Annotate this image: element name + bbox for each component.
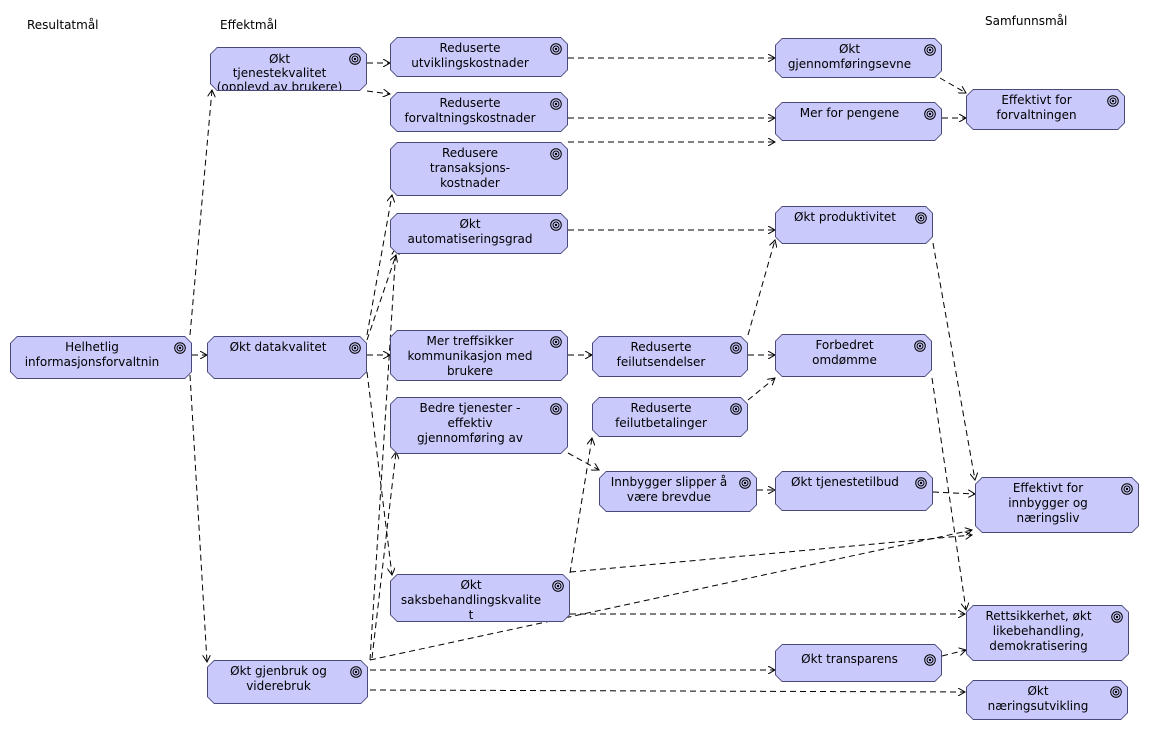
node-okt-transparens[interactable]: Økt transparens xyxy=(775,644,942,682)
node-label: Mer treffsikker kommunikasjon med bruker… xyxy=(407,334,533,378)
node-okt-produktivitet[interactable]: Økt produktivitet xyxy=(775,206,933,244)
edge-saksbehandling-brevdue xyxy=(569,438,592,574)
goal-target-icon xyxy=(915,477,927,489)
goal-target-icon xyxy=(739,477,751,489)
node-okt-gjenbruk[interactable]: Økt gjenbruk og viderebruk xyxy=(207,660,368,704)
edge-feilutsendelser-produktivitet xyxy=(747,240,775,336)
node-label: Forbedret omdømme xyxy=(812,338,877,367)
edge-gjenbruk-innbygger xyxy=(369,530,972,661)
edge-datakvalitet-transaksjon xyxy=(366,195,392,336)
node-reduserte-forvaltningskostnader[interactable]: Reduserte forvaltningskostnader xyxy=(390,92,568,132)
node-label: Reduserte utviklingskostnader xyxy=(411,41,529,70)
node-label: Bedre tjenester - effektiv gjennomføring… xyxy=(417,401,523,445)
goal-target-icon xyxy=(1107,95,1119,107)
goal-target-icon xyxy=(550,403,562,415)
goal-target-icon xyxy=(924,44,936,56)
goal-target-icon xyxy=(914,340,926,352)
edge-gjennomforing-forvaltningen xyxy=(939,77,966,93)
node-rettssikkerhet[interactable]: Rettsikkerhet, økt likebehandling, demok… xyxy=(966,605,1129,661)
node-label: Økt gjenbruk og viderebruk xyxy=(230,664,327,693)
node-okt-tjenestekvalitet[interactable]: Økt tjenestekvalitet (opplevd av brukere… xyxy=(210,47,367,91)
node-label: Økt automatiseringsgrad xyxy=(407,217,533,246)
node-redusere-transaksjonskostnader[interactable]: Redusere transaksjons- kostnader xyxy=(390,142,568,196)
node-okt-automatiseringsgrad[interactable]: Økt automatiseringsgrad xyxy=(390,213,568,254)
goal-target-icon xyxy=(349,342,361,354)
node-label: Økt gjennomføringsevne xyxy=(787,42,912,71)
node-okt-saksbehandlingskvalitet[interactable]: Økt saksbehandlingskvalite t xyxy=(390,574,570,622)
goal-target-icon xyxy=(924,108,936,120)
goal-target-icon xyxy=(550,148,562,160)
edge-produktivitet-innbygger xyxy=(932,242,975,480)
edge-tjenestekvalitet-forvaltning xyxy=(366,91,390,94)
node-label: Økt transparens xyxy=(801,652,898,666)
node-okt-naeringsutvikling[interactable]: Økt næringsutvikling xyxy=(966,680,1128,720)
node-label: Innbygger slipper å være brevdue xyxy=(610,475,728,504)
node-label: Mer for pengene xyxy=(799,106,900,120)
node-mer-for-pengene[interactable]: Mer for pengene xyxy=(775,102,942,141)
goal-target-icon xyxy=(550,336,562,348)
goal-target-icon xyxy=(1121,483,1133,495)
node-reduserte-utviklingskostnader[interactable]: Reduserte utviklingskostnader xyxy=(390,37,568,77)
node-reduserte-feilutbetalinger[interactable]: Reduserte feilutbetalinger xyxy=(592,397,748,437)
node-helhetlig-informasjonsforvaltning[interactable]: Helhetlig informasjonsforvaltnin xyxy=(10,336,192,379)
goal-target-icon xyxy=(550,219,562,231)
node-label: Effektivt for innbygger og næringsliv xyxy=(1008,481,1088,525)
goal-target-icon xyxy=(915,212,927,224)
goal-target-icon xyxy=(924,654,936,666)
node-effektivt-innbygger-naeringsliv[interactable]: Effektivt for innbygger og næringsliv xyxy=(975,477,1139,533)
column-header-samfunnsmal: Samfunnsmål xyxy=(985,14,1068,28)
goal-target-icon xyxy=(550,43,562,55)
node-reduserte-feilutsendelser[interactable]: Reduserte feilutsendelser xyxy=(592,336,748,377)
goal-target-icon xyxy=(730,403,742,415)
node-label: Økt saksbehandlingskvalite t xyxy=(400,578,542,622)
node-effektivt-forvaltningen[interactable]: Effektivt for forvaltningen xyxy=(966,89,1125,130)
node-label: Økt produktivitet xyxy=(794,210,896,224)
node-label: Reduserte feilutbetalinger xyxy=(615,401,707,430)
node-innbygger-brevdue[interactable]: Innbygger slipper å være brevdue xyxy=(599,471,757,512)
node-okt-tjenestetilbud[interactable]: Økt tjenestetilbud xyxy=(775,471,933,511)
node-label: Økt datakvalitet xyxy=(229,340,327,354)
goal-target-icon xyxy=(350,666,362,678)
goal-target-icon xyxy=(552,580,564,592)
edge-omdomme-rettssikkerhet xyxy=(931,377,966,610)
node-label: Effektivt for forvaltningen xyxy=(996,93,1077,122)
node-mer-treffsikker-kommunikasjon[interactable]: Mer treffsikker kommunikasjon med bruker… xyxy=(390,330,568,381)
edge-gjenbruk-bedretjenester xyxy=(371,452,396,659)
node-label: Økt næringsutvikling xyxy=(987,684,1089,713)
edge-bedretjenester-brevdue xyxy=(567,452,599,470)
node-label: Redusere transaksjons- kostnader xyxy=(429,146,511,190)
node-label: Økt tjenestetilbud xyxy=(791,475,899,489)
node-label: Rettsikkerhet, økt likebehandling, demok… xyxy=(985,609,1092,653)
goal-target-icon xyxy=(1111,611,1123,623)
node-okt-datakvalitet[interactable]: Økt datakvalitet xyxy=(207,336,367,379)
goal-target-icon xyxy=(1110,686,1122,698)
node-label: Økt tjenestekvalitet (opplevd av brukere… xyxy=(216,52,343,91)
goal-target-icon xyxy=(550,98,562,110)
edge-helhetlig-gjenbruk xyxy=(189,374,207,662)
edge-helhetlig-tjenestekvalitet xyxy=(189,90,212,336)
node-label: Reduserte feilutsendelser xyxy=(616,340,706,369)
edge-transparens-rettssikkerhet xyxy=(941,650,966,657)
node-label: Reduserte forvaltningskostnader xyxy=(404,96,536,125)
goal-target-icon xyxy=(174,342,186,354)
column-header-resultatmal: Resultatmål xyxy=(27,18,99,32)
edge-saksbehandling-innbygger xyxy=(569,535,972,573)
edge-feilutbetalinger-omdomme xyxy=(747,378,775,401)
edge-gjenbruk-automatisering xyxy=(369,248,396,661)
node-forbedret-omdomme[interactable]: Forbedret omdømme xyxy=(775,334,932,377)
edge-datakvalitet-automatisering xyxy=(366,255,396,341)
goal-target-icon xyxy=(730,342,742,354)
node-okt-gjennomforingsevne[interactable]: Økt gjennomføringsevne xyxy=(775,38,942,78)
edge-tjenestetilbud-innbygger xyxy=(932,492,975,494)
goal-target-icon xyxy=(349,53,361,65)
edge-gjenbruk-naering xyxy=(369,690,965,692)
node-label: Helhetlig informasjonsforvaltnin xyxy=(24,340,160,369)
node-bedre-tjenester[interactable]: Bedre tjenester - effektiv gjennomføring… xyxy=(390,397,568,454)
edge-datakvalitet-saksbehandling xyxy=(366,371,392,575)
column-header-effektmal: Effektmål xyxy=(220,18,278,32)
